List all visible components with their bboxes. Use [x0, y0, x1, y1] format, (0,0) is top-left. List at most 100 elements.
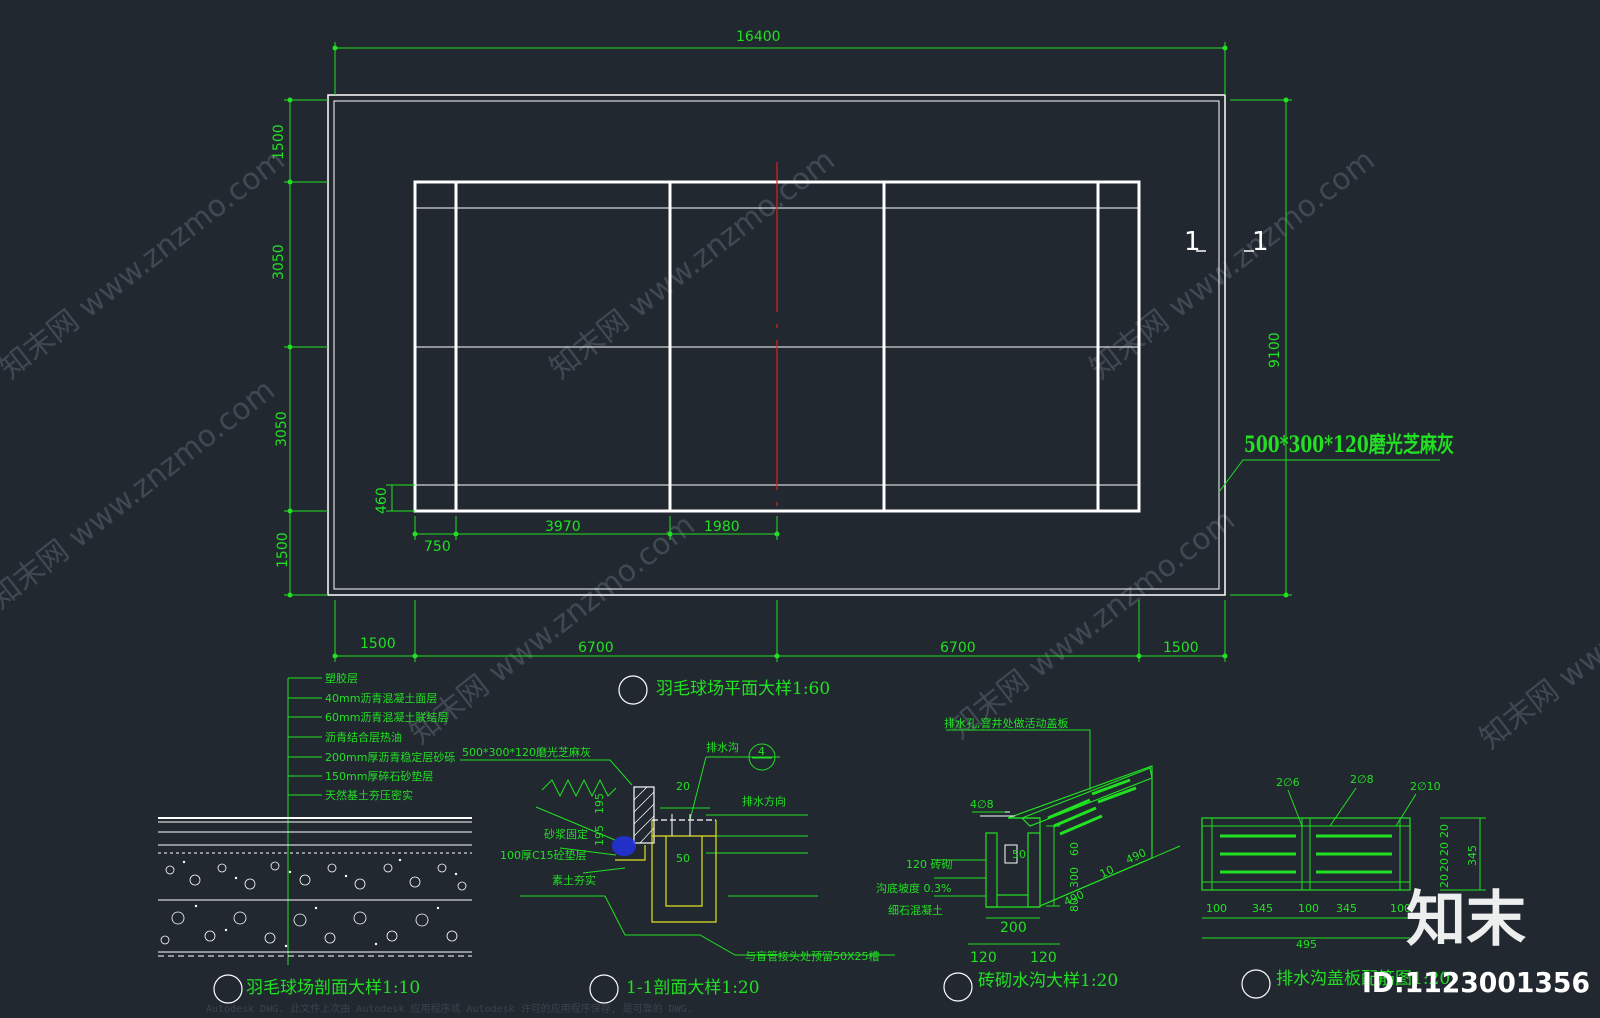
dim-20: 20	[1438, 824, 1451, 838]
dim-bottom: 1500	[360, 636, 396, 652]
dim-50: 50	[676, 852, 690, 865]
dim-80: 80	[1068, 898, 1081, 912]
dim-total-width: 9100	[1267, 332, 1283, 368]
dim-20: 20	[676, 780, 690, 793]
aggregate-pattern	[160, 861, 467, 945]
rebar-4d8: 4∅8	[970, 798, 994, 811]
dim-345: 345	[1466, 845, 1479, 866]
cover-bars	[1220, 834, 1392, 874]
section-1-1-title: 1-1剖面大样1:20	[626, 978, 760, 998]
dim-bottom: 6700	[578, 640, 614, 656]
layer-label: 40mm沥青混凝土面层	[325, 691, 437, 705]
section-mark-left: 1	[1184, 227, 1201, 257]
drain-label: 排水沟	[706, 740, 739, 754]
dim-195: 195	[593, 793, 606, 814]
material-label: 500*300*120磨光芝麻灰	[462, 745, 591, 759]
dim-60: 60	[1068, 842, 1081, 856]
dim-left: 3050	[274, 411, 290, 447]
dim-490: 490	[1124, 846, 1149, 867]
ditch-title: 砖砌水沟大样1:20	[978, 971, 1118, 991]
layer-label: 天然基土夯压密实	[325, 788, 413, 802]
detail-ref-number: 4	[758, 745, 765, 758]
dim-345: 345	[1336, 902, 1357, 915]
section-detail-title: 羽毛球场剖面大样1:10	[246, 978, 420, 998]
rebar-2d10: 2∅10	[1410, 780, 1441, 793]
dim-300: 300	[1068, 867, 1081, 888]
dim-100: 100	[1206, 902, 1227, 915]
watermark: 知末网 www.znzmo.com	[0, 373, 282, 617]
cover-labels: 2∅6 2∅8 2∅10 100 345 100 345 100 495 20 …	[1206, 773, 1479, 951]
brick-label: 120 砖砌	[906, 857, 953, 871]
watermark: 知末网 www.znzmo.com	[943, 503, 1241, 747]
watermark: 知末网 www.znzmo.com	[0, 143, 292, 387]
watermark: 知末网 www.znzmo.com	[543, 143, 841, 387]
layer-label: 150mm厚碎石砂垫层	[325, 769, 433, 783]
plan-dimension-ticks	[287, 45, 1289, 659]
dim-20: 20	[1438, 874, 1451, 888]
dim-460: 460	[374, 487, 390, 514]
watermark: 知末网 www.znzmo.com	[1083, 143, 1381, 387]
stone-hatch	[633, 786, 655, 844]
dim-100: 100	[1298, 902, 1319, 915]
dim-200: 200	[1000, 920, 1027, 936]
dim-20: 20	[1438, 842, 1451, 856]
dim-120: 120	[1030, 950, 1057, 966]
dim-495: 495	[1296, 938, 1317, 951]
dim-20: 20	[1438, 858, 1451, 872]
dim-345: 345	[1252, 902, 1273, 915]
section-1-1-labels: 500*300*120磨光芝麻灰 排水沟 排水方向 砂浆固定 100厚C15砼垫…	[462, 740, 880, 963]
plan-dimension-text: 16400 1500 3050 3050 1500 9100 1500 6700…	[271, 29, 1283, 656]
layer-label: 沥青结合层热油	[325, 730, 402, 744]
rebar-2d8: 2∅8	[1350, 773, 1374, 786]
dim-bottom: 6700	[940, 640, 976, 656]
brand-logo: 知末	[1406, 885, 1526, 955]
dim-bottom: 1500	[1163, 640, 1199, 656]
paving-outer-edge	[327, 94, 1226, 596]
dim-left: 3050	[271, 244, 287, 280]
dim-left: 1500	[271, 124, 287, 160]
cover-title: 排水沟盖板配筋图1:20	[1276, 969, 1450, 989]
dim-inner: 1980	[704, 519, 740, 535]
drain-direction-label: 排水方向	[742, 794, 786, 808]
cover-slots	[1047, 778, 1137, 836]
court-plan: 1 1	[327, 94, 1440, 596]
rebar-2d6: 2∅6	[1276, 776, 1300, 789]
layer-strata	[158, 817, 472, 957]
dim-total-length: 16400	[736, 29, 781, 45]
dim-10: 10	[1098, 863, 1116, 881]
mortar-label: 砂浆固定	[544, 827, 588, 841]
layer-labels: 塑胶层 40mm沥青混凝土面层 60mm沥青混凝土联结层 沥青结合层热油 200…	[325, 671, 455, 802]
aggregate-dots	[182, 858, 458, 948]
plan-title: 羽毛球场平面大样1:60	[656, 679, 830, 699]
section-mark-right: 1	[1252, 227, 1269, 257]
layer-label: 60mm沥青混凝土联结层	[325, 710, 448, 724]
compacted-soil-label: 素土夯实	[552, 873, 596, 887]
dwg-footer: Autodesk DWG. 此文件上次由 Autodesk 应用程序或 Auto…	[206, 1002, 693, 1015]
section-detail: 塑胶层 40mm沥青混凝土面层 60mm沥青混凝土联结层 沥青结合层热油 200…	[158, 671, 472, 1004]
dim-100: 100	[1390, 902, 1411, 915]
material-leader	[1218, 459, 1440, 493]
concrete-label: 细石混凝土	[888, 903, 943, 917]
dim-inner: 3970	[545, 519, 581, 535]
layer-label: 200mm厚沥青稳定层砂砾	[325, 750, 455, 764]
blind-pipe-label: 与盲管接头处预留50X25槽	[745, 949, 880, 963]
cover-note: 排水孔,窨井处做活动盖板	[944, 716, 1069, 730]
slope-label: 沟底坡度 0.3%	[876, 881, 951, 895]
dim-left: 1500	[275, 532, 291, 568]
cover-plate: 2∅6 2∅8 2∅10 100 345 100 345 100 495 20 …	[1201, 773, 1486, 999]
dim-120: 120	[970, 950, 997, 966]
section-1-1: 4 500*300*120磨光芝麻灰 排水沟 排水方向 砂浆固定 100厚C15…	[460, 740, 895, 1004]
brand-id: ID:1123001356	[1362, 966, 1590, 999]
dim-50: 50	[1012, 848, 1026, 861]
concrete-bed-label: 100厚C15砼垫层	[500, 848, 587, 862]
layer-label: 塑胶层	[325, 671, 358, 685]
plan-dimensions	[284, 42, 1292, 662]
watermark: 知末网 www.znzmo.com	[1473, 513, 1600, 757]
brick-ditch: 排水孔,窨井处做活动盖板 4∅8 120 砖砌 沟底坡度 0.3% 细石混凝土 …	[876, 716, 1181, 1002]
paving-inner-edge	[333, 100, 1220, 590]
dim-195: 195	[593, 825, 606, 846]
material-label: 500*300*120磨光芝麻灰	[1244, 432, 1454, 458]
dim-inner: 750	[424, 539, 451, 555]
section-mark-1-1: 1 1	[1184, 227, 1269, 257]
